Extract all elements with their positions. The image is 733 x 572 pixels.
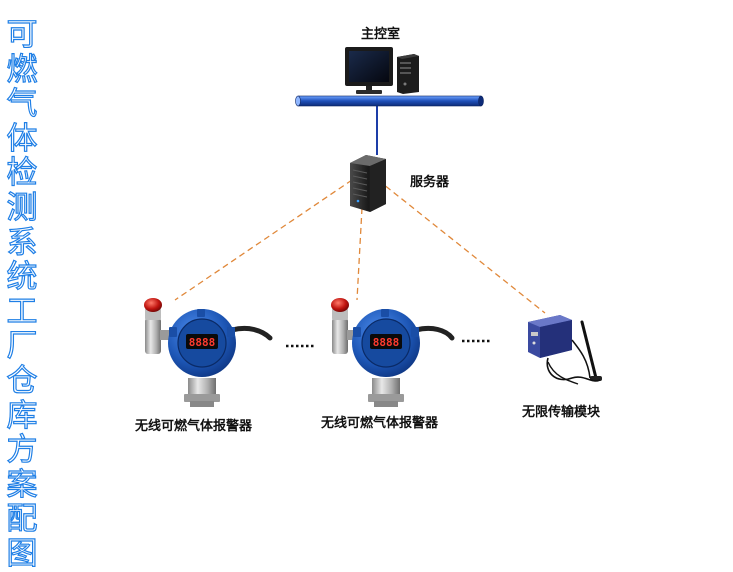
title-char: 检 — [6, 155, 38, 192]
server-label: 服务器 — [410, 175, 450, 190]
title-char: 厂 — [6, 328, 38, 365]
alarm-2-display: 8888 — [373, 336, 400, 349]
gas-alarm-1: 8888 — [144, 298, 273, 407]
title-char: 测 — [6, 189, 38, 226]
wireless-links — [174, 179, 546, 314]
network-diagram: 8888 8888 — [144, 47, 602, 407]
title-char: 可 — [6, 17, 38, 53]
title-char: 燃 — [6, 51, 38, 88]
computer-icon — [345, 47, 419, 94]
title-char: 库 — [6, 397, 38, 434]
title-char: 方 — [6, 432, 38, 469]
gas-alarm-2: 8888 — [331, 298, 455, 407]
antenna-icon — [580, 320, 598, 380]
title-char: 工 — [6, 293, 38, 330]
link-to-alarm-2 — [356, 207, 363, 301]
link-to-alarm-1 — [174, 179, 353, 301]
title-char: 气 — [6, 86, 38, 123]
title-char: 统 — [6, 259, 38, 296]
server-icon — [350, 155, 386, 212]
link-to-module — [377, 179, 546, 314]
alarm-1-label: 无线可燃气体报警器 — [135, 419, 253, 434]
network-bus — [295, 95, 484, 107]
alarm-2-label: 无线可燃气体报警器 — [321, 416, 439, 431]
alarm-1-display: 8888 — [189, 336, 216, 349]
title-char: 系 — [6, 224, 38, 261]
title-char: 配 — [6, 501, 38, 538]
title-char: 图 — [6, 535, 38, 572]
wireless-module-icon — [528, 315, 602, 385]
title-char: 体 — [6, 120, 38, 157]
title-char: 仓 — [6, 362, 38, 399]
control-room-label: 主控室 — [361, 27, 401, 42]
module-label: 无限传输模块 — [522, 405, 601, 420]
